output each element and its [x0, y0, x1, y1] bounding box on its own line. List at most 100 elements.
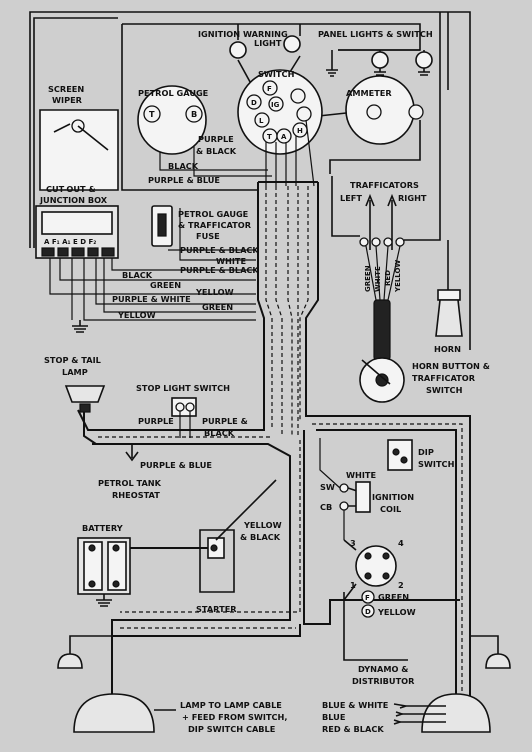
- svg-text:DIP SWITCH CABLE: DIP SWITCH CABLE: [188, 724, 275, 734]
- svg-text:PURPLE &: PURPLE &: [202, 416, 248, 426]
- svg-text:TRAFFICATOR: TRAFFICATOR: [412, 373, 476, 383]
- svg-text:& TRAFFICATOR: & TRAFFICATOR: [178, 220, 252, 230]
- ammeter-label: AMMETER: [346, 88, 392, 98]
- svg-text:DISTRIBUTOR: DISTRIBUTOR: [352, 676, 415, 686]
- svg-text:CB: CB: [320, 502, 332, 512]
- svg-text:2: 2: [398, 580, 404, 590]
- svg-text:GREEN: GREEN: [202, 302, 233, 312]
- svg-text:FUSE: FUSE: [196, 231, 220, 241]
- svg-text:WIPER: WIPER: [52, 95, 83, 105]
- switch-label: SWITCH: [258, 69, 295, 79]
- dip-switch: DIP SWITCH: [387, 439, 455, 471]
- svg-text:PETROL TANK: PETROL TANK: [98, 478, 162, 488]
- svg-text:LAMP TO LAMP CABLE: LAMP TO LAMP CABLE: [180, 700, 282, 710]
- svg-text:H: H: [297, 127, 303, 135]
- purple-blue-gauge-label: PURPLE & BLUE: [148, 175, 220, 185]
- svg-text:SWITCH: SWITCH: [426, 385, 463, 395]
- stop-tail-lamp: STOP & TAIL LAMP: [44, 355, 106, 445]
- headlamp-left: [73, 693, 155, 733]
- svg-text:BLUE & WHITE: BLUE & WHITE: [322, 700, 388, 710]
- svg-text:STOP LIGHT SWITCH: STOP LIGHT SWITCH: [136, 383, 230, 393]
- svg-text:YELLOW: YELLOW: [195, 287, 234, 297]
- svg-text:A: A: [281, 133, 287, 141]
- side-lamp-left: [57, 653, 83, 669]
- purple-black-gauge-label: PURPLE: [198, 134, 234, 144]
- svg-text:STOP & TAIL: STOP & TAIL: [44, 355, 101, 365]
- svg-text:WHITE: WHITE: [346, 470, 376, 480]
- black-gauge-label: BLACK: [168, 161, 199, 171]
- svg-text:GREEN: GREEN: [364, 265, 372, 292]
- svg-text:LEFT: LEFT: [340, 193, 362, 203]
- fuse: PETROL GAUGE & TRAFFICATOR FUSE: [151, 205, 252, 247]
- svg-text:GREEN: GREEN: [378, 592, 409, 602]
- svg-text:HORN BUTTON &: HORN BUTTON &: [412, 361, 490, 371]
- svg-text:PURPLE & BLACK: PURPLE & BLACK: [180, 245, 259, 255]
- starter: YELLOW & BLACK STARTER: [196, 479, 282, 614]
- svg-text:PURPLE: PURPLE: [138, 416, 174, 426]
- svg-text:BLACK: BLACK: [204, 428, 235, 438]
- headlamps: [73, 693, 491, 733]
- svg-text:GREEN: GREEN: [150, 280, 181, 290]
- svg-text:JUNCTION BOX: JUNCTION BOX: [39, 195, 108, 205]
- svg-text:1: 1: [350, 580, 356, 590]
- svg-text:YELLOW: YELLOW: [377, 607, 416, 617]
- svg-text:BLUE: BLUE: [322, 712, 345, 722]
- horn: HORN: [434, 240, 463, 354]
- panel-lamp-2: [415, 51, 433, 69]
- svg-text:PURPLE & WHITE: PURPLE & WHITE: [112, 294, 191, 304]
- ammeter: AMMETER: [345, 75, 424, 145]
- svg-text:IGNITION: IGNITION: [372, 492, 414, 502]
- svg-text:STARTER: STARTER: [196, 604, 237, 614]
- cutout-junction-box: CUT-OUT & JUNCTION BOX A F₁ A₁ E D F₂: [35, 184, 119, 333]
- svg-text:RHEOSTAT: RHEOSTAT: [112, 490, 160, 500]
- svg-text:YELLOW: YELLOW: [117, 310, 156, 320]
- svg-text:RIGHT: RIGHT: [398, 193, 427, 203]
- ignition-coil: WHITE SW CB IGNITION COIL: [319, 438, 414, 540]
- headlamp-right: [421, 693, 491, 733]
- svg-text:T: T: [267, 133, 272, 141]
- svg-text:B: B: [191, 109, 197, 119]
- ground-symbol-panel-1: [326, 60, 338, 77]
- svg-text:DYNAMO &: DYNAMO &: [358, 664, 408, 674]
- junction-wires: [49, 120, 272, 321]
- ground-symbol-junction: [72, 320, 88, 333]
- trafficators: TRAFFICATORS LEFT RIGHT GREEN WHITE RED …: [331, 12, 490, 403]
- battery: BATTERY: [77, 523, 214, 607]
- svg-text:CUT-OUT &: CUT-OUT &: [46, 184, 96, 194]
- ground-symbol-panel-2: [374, 68, 386, 76]
- petrol-tank-rheostat: PURPLE & BLUE PETROL TANK RHEOSTAT: [98, 444, 212, 500]
- ground-symbol-panel-3: [418, 68, 430, 76]
- svg-text:SWITCH: SWITCH: [418, 459, 455, 469]
- distributor: 3 4 1 2: [343, 538, 404, 601]
- petrol-gauge: T B PETROL GAUGE PURPLE & BLACK BLACK PU…: [137, 85, 237, 185]
- svg-text:F: F: [365, 594, 370, 602]
- purple-black-gauge-label-2: & BLACK: [196, 146, 237, 156]
- svg-text:3: 3: [350, 538, 356, 548]
- svg-text:T: T: [149, 109, 155, 119]
- svg-text:RED & BLACK: RED & BLACK: [322, 724, 384, 734]
- ground-symbol-battery: [96, 594, 112, 607]
- svg-text:BLACK: BLACK: [122, 270, 153, 280]
- bottom-labels: LAMP TO LAMP CABLE + FEED FROM SWITCH, D…: [180, 700, 388, 734]
- dynamo: F D GREEN YELLOW DYNAMO & DISTRIBUTOR: [343, 590, 416, 686]
- ignition-warning-light-label-2: LIGHT: [254, 38, 282, 48]
- ignition-warning-light: IGNITION WARNING LIGHT: [198, 29, 301, 59]
- svg-text:PETROL GAUGE: PETROL GAUGE: [178, 209, 248, 219]
- svg-text:YELLOW: YELLOW: [394, 260, 402, 293]
- svg-text:RED: RED: [384, 270, 392, 286]
- panel-lights-switch-label: PANEL LIGHTS & SWITCH: [318, 29, 433, 39]
- svg-text:TRAFFICATORS: TRAFFICATORS: [350, 180, 419, 190]
- stop-light-switch: STOP LIGHT SWITCH PURPLE PURPLE & BLACK: [136, 383, 248, 438]
- svg-text:D: D: [365, 608, 371, 616]
- steering-column: [373, 299, 391, 361]
- svg-text:SCREEN: SCREEN: [48, 84, 84, 94]
- svg-text:L: L: [259, 117, 264, 125]
- svg-text:BATTERY: BATTERY: [82, 523, 124, 533]
- svg-text:D: D: [251, 99, 257, 107]
- svg-text:PURPLE & BLACK: PURPLE & BLACK: [180, 265, 259, 275]
- panel-lamp-1: [371, 51, 389, 69]
- side-lamp-right: [485, 653, 511, 669]
- svg-text:YELLOW: YELLOW: [243, 520, 282, 530]
